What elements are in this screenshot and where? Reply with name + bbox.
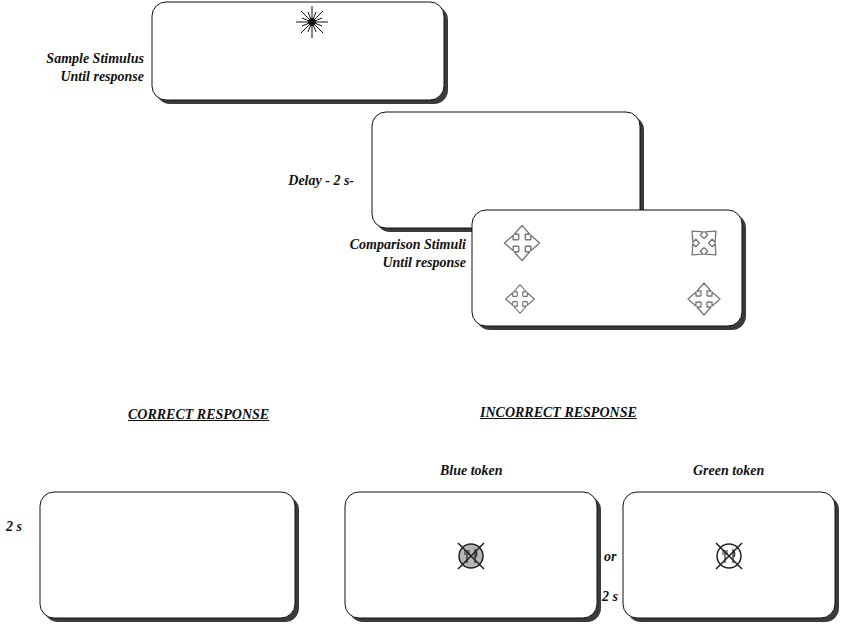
screen-outline: [345, 492, 597, 618]
panel-caption: Green token: [693, 462, 764, 480]
screen-panel: Comparison Stimuli Until response: [472, 210, 742, 326]
screen-panel: Green token: [623, 492, 835, 618]
panel-caption: Sample Stimulus Until response: [24, 50, 144, 86]
label-text: INCORRECT RESPONSE: [480, 404, 637, 422]
screen-outline: [623, 492, 835, 618]
screen-outline: [472, 210, 742, 326]
screen-outline: [152, 2, 444, 100]
screen-panel: Blue token: [345, 492, 597, 618]
token-symbol: [458, 543, 484, 569]
panel-caption: Comparison Stimuli Until response: [328, 236, 466, 272]
arrow-stimulus: [506, 285, 535, 314]
panel-caption: CORRECT RESPONSE: [128, 406, 269, 424]
panel-caption: Delay - 2 s-: [288, 172, 354, 190]
screen-panel: Delay - 2 s-: [372, 112, 640, 228]
label-text: 2 s: [602, 588, 618, 606]
label-text: 2 s: [6, 518, 22, 536]
arrow-stimulus: [504, 225, 539, 260]
arrow-stimulus: [680, 219, 728, 267]
token-symbol: [716, 543, 742, 569]
label-text: or: [604, 548, 616, 566]
star-stimulus: [296, 6, 328, 38]
screen-outline: [40, 492, 295, 618]
screen-panel: CORRECT RESPONSE: [40, 492, 295, 618]
arrow-stimulus: [688, 283, 720, 315]
screen-panel: Sample Stimulus Until response: [152, 2, 444, 100]
panel-caption: Blue token: [440, 462, 503, 480]
